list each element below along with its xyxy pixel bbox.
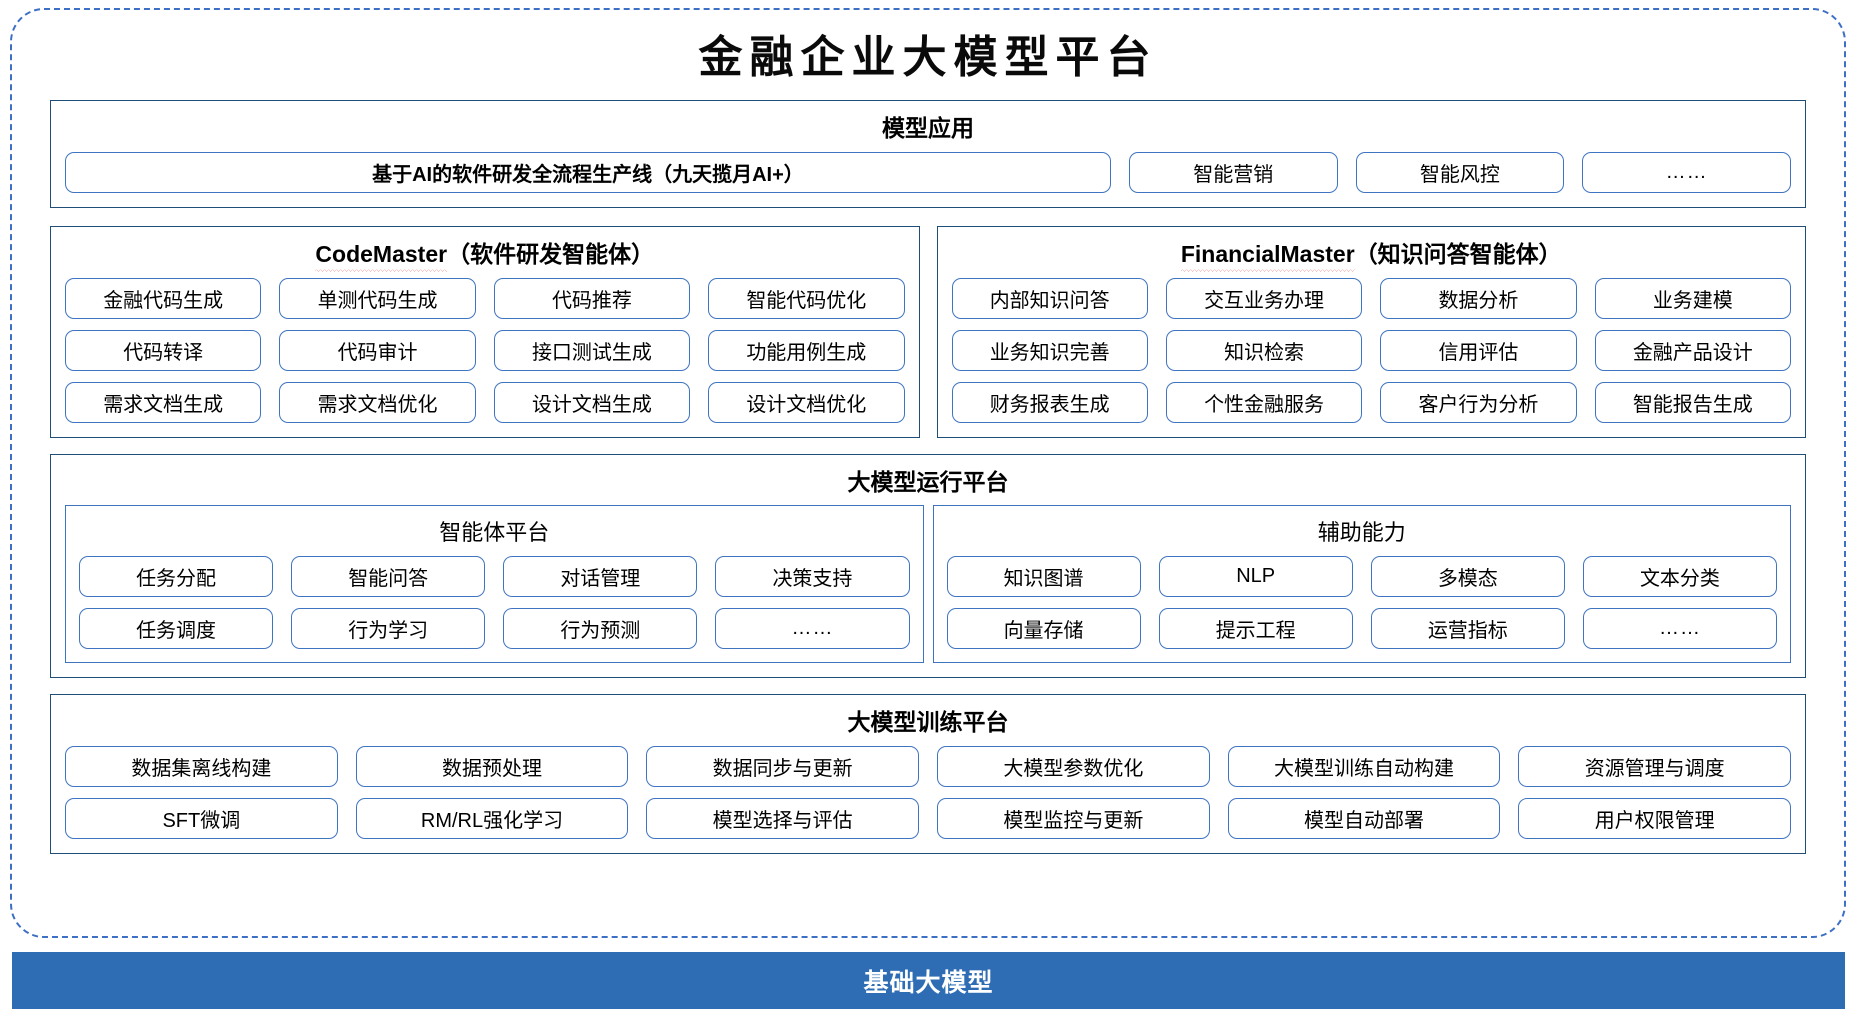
chip-code-recommendation[interactable]: 代码推荐 [493,277,691,319]
chip-requirement-doc-optimize[interactable]: 需求文档优化 [279,381,476,423]
code-master-subtitle: （软件研发智能体） [447,240,655,267]
chip-business-knowledge-improve[interactable]: 业务知识完善 [951,329,1148,371]
chip-training-auto-build[interactable]: 大模型训练自动构建 [1227,746,1501,787]
financial-master-row-1: 内部知识问答 交互业务办理 数据分析 业务建模 [951,277,1791,319]
chip-financial-report-gen[interactable]: 财务报表生成 [951,381,1148,423]
foundation-model-label: 基础大模型 [863,968,994,997]
code-master-row-2: 代码转译 代码审计 接口测试生成 功能用例生成 [65,329,905,371]
chip-ai-software-pipeline[interactable]: 基于AI的软件研发全流程生产线（九天揽月AI+） [65,151,1111,193]
chip-smart-qa[interactable]: 智能问答 [291,556,486,598]
chip-api-test-gen[interactable]: 接口测试生成 [493,329,691,371]
chip-prompt-engineering[interactable]: 提示工程 [1158,608,1353,650]
panel-model-application: 模型应用 基于AI的软件研发全流程生产线（九天揽月AI+） 智能营销 智能风控 … [50,100,1806,208]
chip-operation-metrics[interactable]: 运营指标 [1370,608,1565,650]
chip-decision-support[interactable]: 决策支持 [715,556,910,598]
foundation-model-bar: 基础大模型 [12,952,1845,1009]
panel-title-model-application: 模型应用 [882,115,974,141]
training-platform-row-2: SFT微调 RM/RL强化学习 模型选择与评估 模型监控与更新 模型自动部署 用… [65,798,1792,839]
page-title: 金融企业大模型平台 [698,33,1158,82]
chip-knowledge-graph[interactable]: 知识图谱 [946,556,1141,598]
chip-customer-behavior[interactable]: 客户行为分析 [1380,381,1577,423]
model-application-row: 基于AI的软件研发全流程生产线（九天揽月AI+） 智能营销 智能风控 …… [65,151,1791,193]
panel-training-platform: 大模型训练平台 数据集离线构建 数据预处理 数据同步与更新 大模型参数优化 大模… [50,694,1806,854]
subpanel-title-agent-platform: 智能体平台 [439,520,550,546]
chip-model-select-eval[interactable]: 模型选择与评估 [646,798,920,839]
chip-requirement-doc-gen[interactable]: 需求文档生成 [65,381,262,423]
panel-title-runtime-platform: 大模型运行平台 [847,468,1009,495]
chip-smart-code-optimize[interactable]: 智能代码优化 [708,277,905,319]
chip-task-scheduling[interactable]: 任务调度 [79,608,274,650]
chip-internal-knowledge-qa[interactable]: 内部知识问答 [951,277,1148,319]
chip-code-audit[interactable]: 代码审计 [279,329,476,371]
diagram-outer-frame: 金融企业大模型平台 模型应用 基于AI的软件研发全流程生产线（九天揽月AI+） … [10,8,1846,938]
panel-financial-master: FinancialMaster（知识问答智能体） 内部知识问答 交互业务办理 数… [936,225,1806,438]
subpanel-title-support-capability: 辅助能力 [1317,520,1406,546]
panel-code-master: CodeMaster（软件研发智能体） 金融代码生成 单测代码生成 代码推荐 智… [50,225,920,438]
chip-task-allocation[interactable]: 任务分配 [79,556,274,598]
chip-model-param-optimize[interactable]: 大模型参数优化 [937,746,1210,787]
code-master-row-1: 金融代码生成 单测代码生成 代码推荐 智能代码优化 [65,277,905,319]
chip-interactive-business[interactable]: 交互业务办理 [1165,277,1363,319]
chip-more-support-capability[interactable]: …… [1582,608,1777,650]
chip-smart-marketing[interactable]: 智能营销 [1128,151,1338,193]
chip-text-classification[interactable]: 文本分类 [1582,556,1777,598]
support-capability-row-1: 知识图谱 NLP 多模态 文本分类 [946,556,1777,598]
chip-code-translation[interactable]: 代码转译 [65,329,262,371]
chip-financial-product-design[interactable]: 金融产品设计 [1594,329,1791,371]
chip-unit-test-code-gen[interactable]: 单测代码生成 [279,277,476,319]
chip-finance-code-gen[interactable]: 金融代码生成 [65,277,262,319]
chip-model-auto-deploy[interactable]: 模型自动部署 [1227,798,1501,839]
chip-data-preprocessing[interactable]: 数据预处理 [355,746,629,787]
chip-user-permission[interactable]: 用户权限管理 [1518,798,1792,839]
runtime-subpanels: 智能体平台 任务分配 智能问答 对话管理 决策支持 任务调度 行为学习 行为预测… [65,505,1791,664]
agent-platform-row-2: 任务调度 行为学习 行为预测 …… [79,608,910,650]
subpanel-support-capability: 辅助能力 知识图谱 NLP 多模态 文本分类 向量存储 提示工程 运营指标 …… [932,505,1791,664]
chip-smart-report-gen[interactable]: 智能报告生成 [1594,381,1791,423]
agents-row: CodeMaster（软件研发智能体） 金融代码生成 单测代码生成 代码推荐 智… [50,225,1806,438]
chip-resource-management[interactable]: 资源管理与调度 [1518,746,1792,787]
chip-design-doc-gen[interactable]: 设计文档生成 [493,381,691,423]
financial-master-subtitle: （知识问答智能体） [1354,240,1562,267]
chip-sft-finetune[interactable]: SFT微调 [65,798,338,839]
panel-title-code-master: CodeMaster（软件研发智能体） [65,237,905,278]
chip-rm-rl-learning[interactable]: RM/RL强化学习 [355,798,629,839]
chip-behavior-learning[interactable]: 行为学习 [291,608,486,650]
financial-master-name: FinancialMaster [1180,240,1355,272]
chip-vector-storage[interactable]: 向量存储 [946,608,1141,650]
chip-nlp[interactable]: NLP [1158,556,1353,598]
chip-more-applications[interactable]: …… [1582,151,1791,193]
chip-function-case-gen[interactable]: 功能用例生成 [708,329,905,371]
chip-knowledge-retrieval[interactable]: 知识检索 [1165,329,1363,371]
panel-runtime-platform: 大模型运行平台 智能体平台 任务分配 智能问答 对话管理 决策支持 任务调度 行… [50,453,1806,679]
panel-title-training-platform: 大模型训练平台 [847,709,1009,736]
chip-personal-finance-svc[interactable]: 个性金融服务 [1165,381,1363,423]
chip-dialog-management[interactable]: 对话管理 [503,556,698,598]
chip-smart-risk-control[interactable]: 智能风控 [1355,151,1565,193]
chip-business-modeling[interactable]: 业务建模 [1594,277,1791,319]
panel-title-financial-master: FinancialMaster（知识问答智能体） [952,237,1792,278]
agent-platform-row-1: 任务分配 智能问答 对话管理 决策支持 [79,556,910,598]
code-master-row-3: 需求文档生成 需求文档优化 设计文档生成 设计文档优化 [65,381,905,423]
chip-multimodal[interactable]: 多模态 [1370,556,1565,598]
training-platform-row-1: 数据集离线构建 数据预处理 数据同步与更新 大模型参数优化 大模型训练自动构建 … [65,746,1792,787]
financial-master-row-2: 业务知识完善 知识检索 信用评估 金融产品设计 [951,329,1791,371]
chip-behavior-prediction[interactable]: 行为预测 [503,608,698,650]
subpanel-agent-platform: 智能体平台 任务分配 智能问答 对话管理 决策支持 任务调度 行为学习 行为预测… [65,505,924,664]
chip-model-monitor-update[interactable]: 模型监控与更新 [937,798,1210,839]
support-capability-row-2: 向量存储 提示工程 运营指标 …… [946,608,1777,650]
chip-design-doc-optimize[interactable]: 设计文档优化 [708,381,905,423]
chip-more-agent-platform[interactable]: …… [715,608,910,650]
chip-data-analysis[interactable]: 数据分析 [1380,277,1577,319]
chip-dataset-offline-build[interactable]: 数据集离线构建 [65,746,338,787]
financial-master-row-3: 财务报表生成 个性金融服务 客户行为分析 智能报告生成 [951,381,1791,423]
chip-credit-assessment[interactable]: 信用评估 [1380,329,1577,371]
chip-data-sync-update[interactable]: 数据同步与更新 [646,746,920,787]
code-master-name: CodeMaster [315,240,448,272]
